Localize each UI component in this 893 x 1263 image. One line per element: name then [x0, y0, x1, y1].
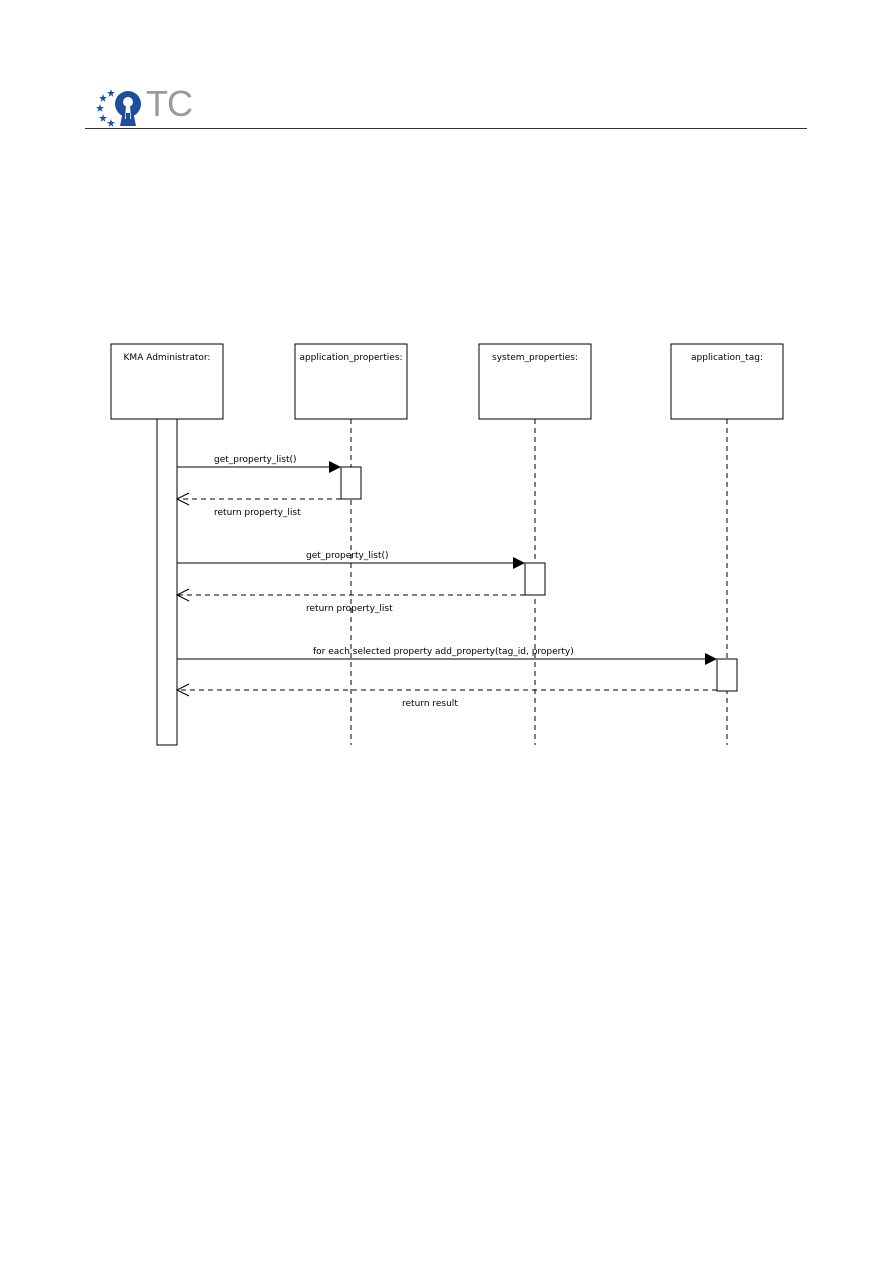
activation-box — [524, 562, 546, 596]
return-arrowhead — [175, 683, 190, 697]
lifeline-label: KMA Administrator: — [124, 353, 211, 363]
return-arrowhead — [175, 492, 190, 506]
activation-box — [716, 658, 738, 692]
lifeline-box — [670, 343, 784, 420]
lifeline-label: application_tag: — [691, 353, 763, 363]
call-arrowhead — [329, 461, 341, 473]
lifeline-label: system_properties: — [492, 353, 578, 363]
lifeline-box — [110, 343, 224, 420]
page-header: TC — [0, 0, 893, 135]
header-rule — [85, 128, 807, 129]
itc-logo-icon — [96, 89, 141, 127]
return-message-label: return property_list — [214, 508, 301, 518]
call-message-label: for each selected property add_property(… — [313, 647, 574, 657]
call-message-label: get_property_list() — [214, 455, 297, 465]
logo-text: TC — [146, 83, 193, 124]
lifeline-box — [294, 343, 408, 420]
activation-box — [340, 466, 362, 500]
actor-activation-bar — [156, 418, 178, 746]
call-arrowhead — [513, 557, 525, 569]
return-message-label: return property_list — [306, 604, 393, 614]
lifeline-box — [478, 343, 592, 420]
call-arrowhead — [705, 653, 717, 665]
return-message-label: return result — [402, 699, 458, 709]
call-message-label: get_property_list() — [306, 551, 389, 561]
return-arrowhead — [175, 588, 190, 602]
lifeline-label: application_properties: — [299, 353, 402, 363]
